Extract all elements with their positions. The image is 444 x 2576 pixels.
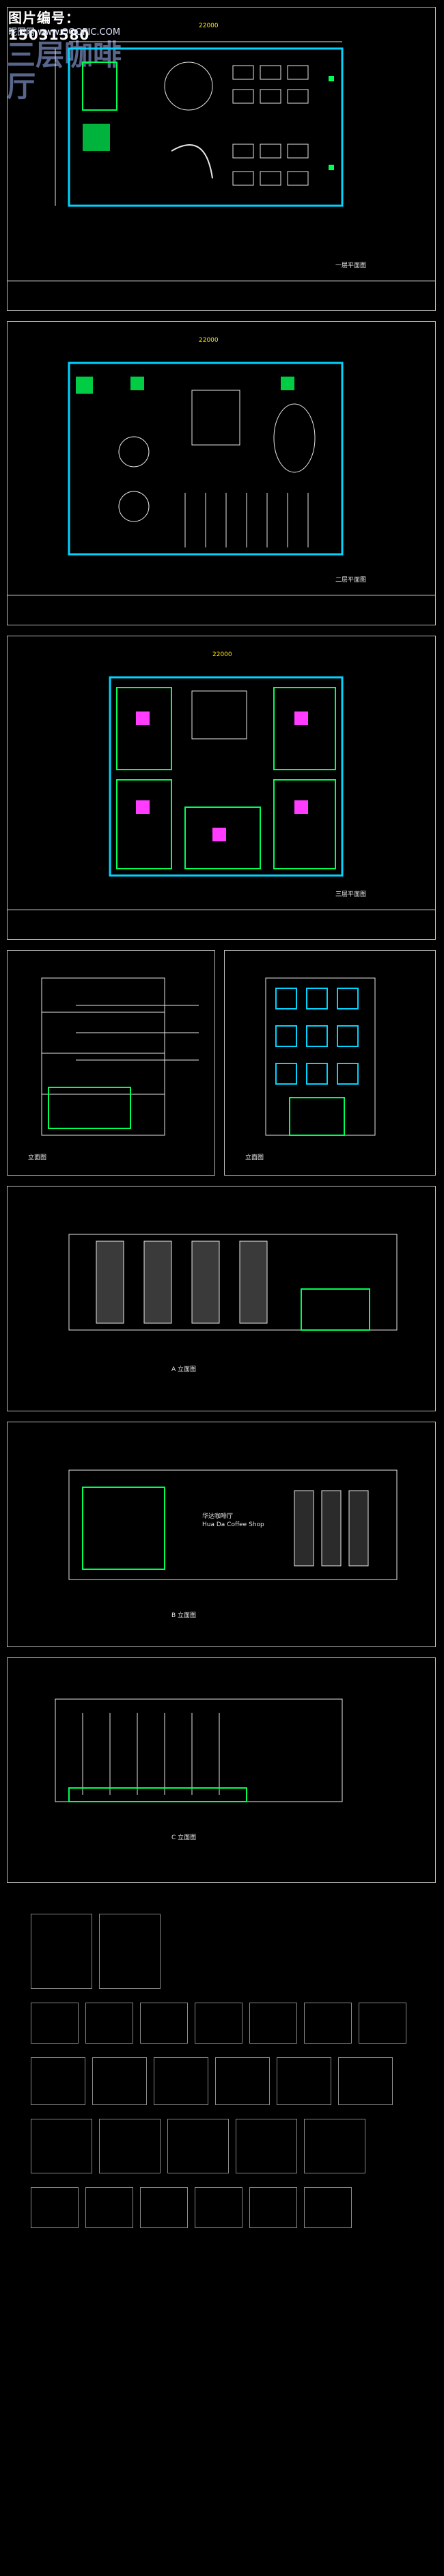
- thumbnail: [215, 2057, 270, 2105]
- sheet-plan-2: 22000 二层平面图: [7, 321, 436, 625]
- elevation-c-drawing: [55, 1698, 343, 1802]
- elevation-left-caption: 立面图: [28, 1154, 47, 1161]
- thumbnail: [338, 2057, 393, 2105]
- plan-1-dim: 22000: [199, 23, 219, 29]
- elevation-left-drawing: [41, 977, 199, 1136]
- thumbnail: [236, 2119, 297, 2173]
- elevation-b-sign-cn: 华达咖啡厅: [202, 1513, 234, 1520]
- thumbnail: [167, 2119, 229, 2173]
- thumbnail: [140, 2003, 188, 2044]
- thumbnail: [304, 2187, 352, 2228]
- thumbnail: [31, 2003, 79, 2044]
- elevation-right-caption: 立面图: [245, 1154, 264, 1161]
- sheet-elevation-left: 立面图: [7, 950, 215, 1176]
- plan-2-drawing: [8, 362, 435, 596]
- thumbnail: [31, 2187, 79, 2228]
- thumbnail: [31, 1914, 92, 1989]
- thumbnail: [31, 2057, 85, 2105]
- image-id-label: 图片编号：15031580: [8, 10, 90, 43]
- thumbnail: [99, 1914, 161, 1989]
- thumbnail: [304, 2003, 352, 2044]
- thumbnail: [99, 2119, 161, 2173]
- thumbnail: [85, 2187, 133, 2228]
- thumbnail: [195, 2003, 242, 2044]
- elevation-c-caption: C 立面图: [171, 1834, 197, 1841]
- sheet-elevation-b: 华达咖啡厅 Hua Da Coffee Shop B 立面图: [7, 1422, 436, 1647]
- elevation-a-drawing: [68, 1234, 398, 1331]
- site-label: 昵图网 www.OOOPIC.COM: [8, 27, 121, 38]
- sheet-elevation-a: A 立面图: [7, 1186, 436, 1411]
- sheet-plan-3: 22000 三层平面图: [7, 636, 436, 940]
- elevation-right-drawing: [265, 977, 376, 1136]
- thumbnail-collage: [31, 1914, 420, 2563]
- plan-2-caption: 二层平面图: [335, 577, 367, 584]
- thumbnail: [277, 2057, 331, 2105]
- thumbnail: [140, 2187, 188, 2228]
- plan-3-dim: 22000: [212, 651, 232, 658]
- thumbnail: [249, 2003, 297, 2044]
- thumbnail: [85, 2003, 133, 2044]
- elevation-b-drawing: [68, 1469, 398, 1580]
- thumbnail: [304, 2119, 365, 2173]
- thumbnail: [359, 2003, 406, 2044]
- plan-3-caption: 三层平面图: [335, 891, 367, 898]
- thumbnail: [92, 2057, 147, 2105]
- sheet-plan-1: 22000 一层平面图: [7, 7, 436, 311]
- elevation-b-sign-en: Hua Da Coffee Shop: [202, 1521, 264, 1528]
- thumbnail: [154, 2057, 208, 2105]
- elevation-b-caption: B 立面图: [171, 1612, 197, 1619]
- thumbnail: [249, 2187, 297, 2228]
- watermark-header: 图片编号：15031580 昵图网 www.OOOPIC.COM 三层咖啡厅: [5, 4, 134, 107]
- plan-1-drawing: [8, 41, 435, 282]
- plan-2-dim: 22000: [199, 337, 219, 344]
- elevation-a-caption: A 立面图: [171, 1366, 197, 1373]
- thumbnail: [195, 2187, 242, 2228]
- thumbnail: [31, 2119, 92, 2173]
- watermark-title: 三层咖啡厅: [7, 38, 122, 104]
- plan-3-drawing: [8, 676, 435, 910]
- sheet-elevation-right: 立面图: [224, 950, 436, 1176]
- sheet-elevation-c: C 立面图: [7, 1657, 436, 1883]
- plan-1-caption: 一层平面图: [335, 262, 367, 269]
